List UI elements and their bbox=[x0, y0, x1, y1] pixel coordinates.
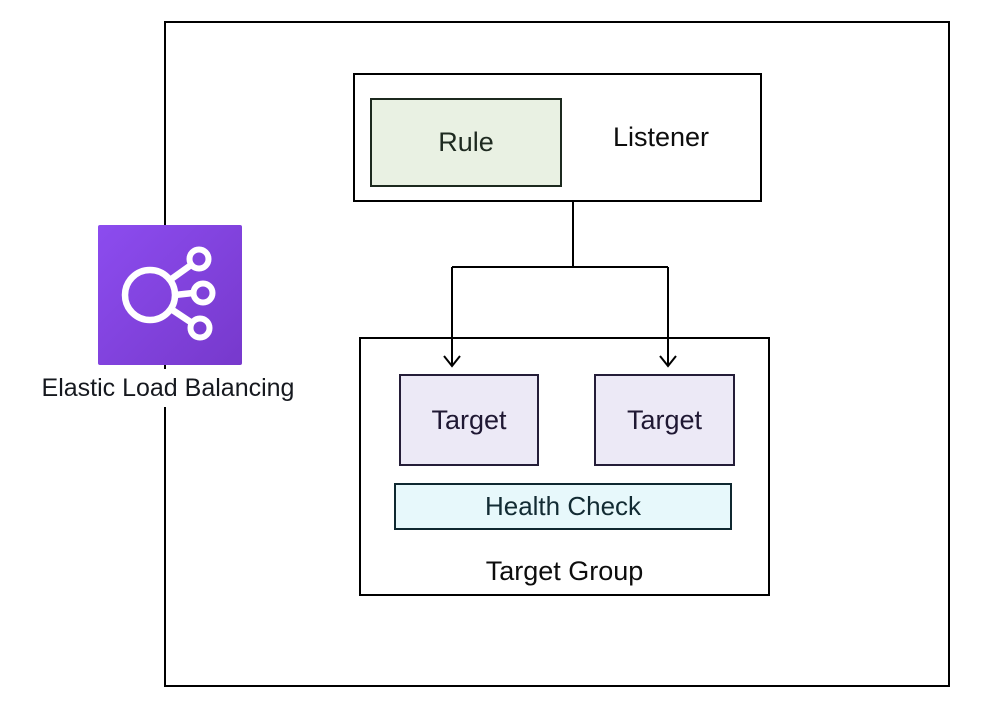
target-group-label: Target Group bbox=[485, 555, 644, 586]
listener-box: Rule Listener bbox=[353, 73, 762, 202]
load-balancer-glyph bbox=[121, 246, 216, 341]
elb-caption: Elastic Load Balancing bbox=[17, 369, 319, 407]
elastic-load-balancing-icon bbox=[98, 225, 242, 365]
target-group-box: Target Target Health Check Target Group bbox=[359, 337, 770, 596]
health-check-box: Health Check bbox=[394, 483, 732, 530]
listener-label: Listener bbox=[612, 122, 710, 152]
target-box-2: Target bbox=[594, 374, 735, 466]
rule-box: Rule bbox=[370, 98, 562, 187]
target-box-1: Target bbox=[399, 374, 539, 466]
